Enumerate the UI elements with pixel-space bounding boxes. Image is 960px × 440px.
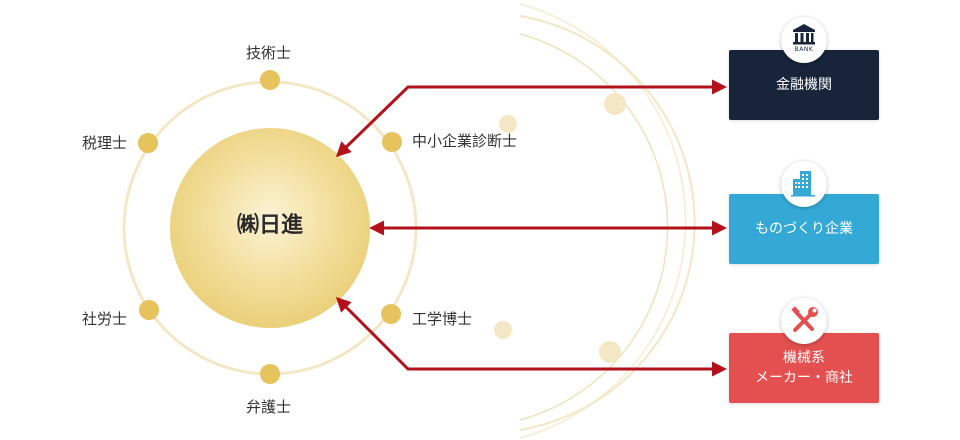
label-tax-accountant: 税理士 <box>82 134 128 152</box>
partner-label-manufacturing: ものづくり企業 <box>755 221 853 237</box>
node-engineer <box>260 70 280 90</box>
label-lawyer: 弁護士 <box>246 398 292 416</box>
ripple-dot <box>499 115 517 133</box>
node-labor <box>139 300 159 320</box>
building-icon <box>781 161 827 207</box>
label-engineering-phd: 工学博士 <box>412 310 473 328</box>
ripple-arc-outer <box>519 3 687 439</box>
ripple-dot <box>599 341 621 363</box>
node-lawyer <box>260 364 280 384</box>
arrow-machinery <box>335 296 727 377</box>
ripple-dot <box>604 93 626 115</box>
arrow-bank <box>335 79 727 158</box>
node-sme <box>382 132 402 152</box>
label-sme-consultant: 中小企業診断士 <box>412 132 518 150</box>
label-labor-consultant: 社労士 <box>82 310 128 328</box>
bank-icon-text: BANK <box>794 46 814 53</box>
core-circle <box>170 128 370 328</box>
node-engineering-phd <box>381 304 401 324</box>
bank-icon: BANK <box>781 17 827 63</box>
partner-box-machinery: 機械系 メーカー・商社 <box>729 333 879 403</box>
partner-label-machinery-line1: 機械系 <box>783 350 825 366</box>
partner-label-machinery-line2: メーカー・商社 <box>755 370 853 386</box>
label-engineer: 技術士 <box>246 44 292 62</box>
node-tax <box>138 133 158 153</box>
ripple-dot <box>494 321 512 339</box>
center-company-name: ㈱日進 <box>236 213 303 238</box>
partner-label-bank: 金融機関 <box>776 77 832 93</box>
tools-icon <box>781 298 827 344</box>
